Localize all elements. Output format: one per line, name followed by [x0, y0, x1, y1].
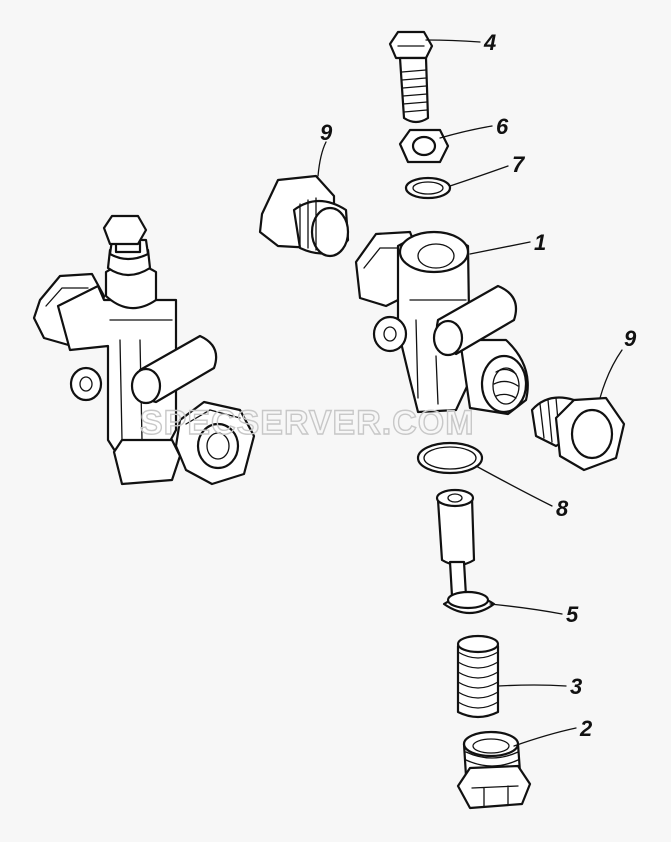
- watermark: SPECSERVER.COM: [140, 404, 475, 442]
- plunger-5: [435, 488, 496, 615]
- callout-9-right: 9: [624, 326, 637, 351]
- callout-9-upper: 9: [320, 120, 333, 145]
- valve-body-1: [354, 230, 529, 416]
- bolt-4: [388, 30, 434, 124]
- callout-5: 5: [566, 602, 579, 627]
- callout-6: 6: [496, 114, 509, 139]
- callout-3: 3: [570, 674, 582, 699]
- assembled-valve: [32, 214, 256, 486]
- nut-6: [398, 128, 450, 164]
- spring-3: [456, 634, 500, 719]
- callout-1: 1: [534, 230, 546, 255]
- plug-9-right: [530, 396, 626, 472]
- leader-lines: [317, 39, 623, 747]
- washer-7: [404, 176, 452, 200]
- seal-ring-8: [416, 441, 484, 475]
- callout-4: 4: [483, 30, 496, 55]
- callout-7: 7: [512, 152, 526, 177]
- callout-8: 8: [556, 496, 569, 521]
- callout-2: 2: [579, 716, 593, 741]
- plug-9-upper: [258, 174, 350, 258]
- plug-2: [456, 730, 532, 810]
- callout-labels: 4 6 7 1 8 5 3 2 9 9: [320, 30, 637, 741]
